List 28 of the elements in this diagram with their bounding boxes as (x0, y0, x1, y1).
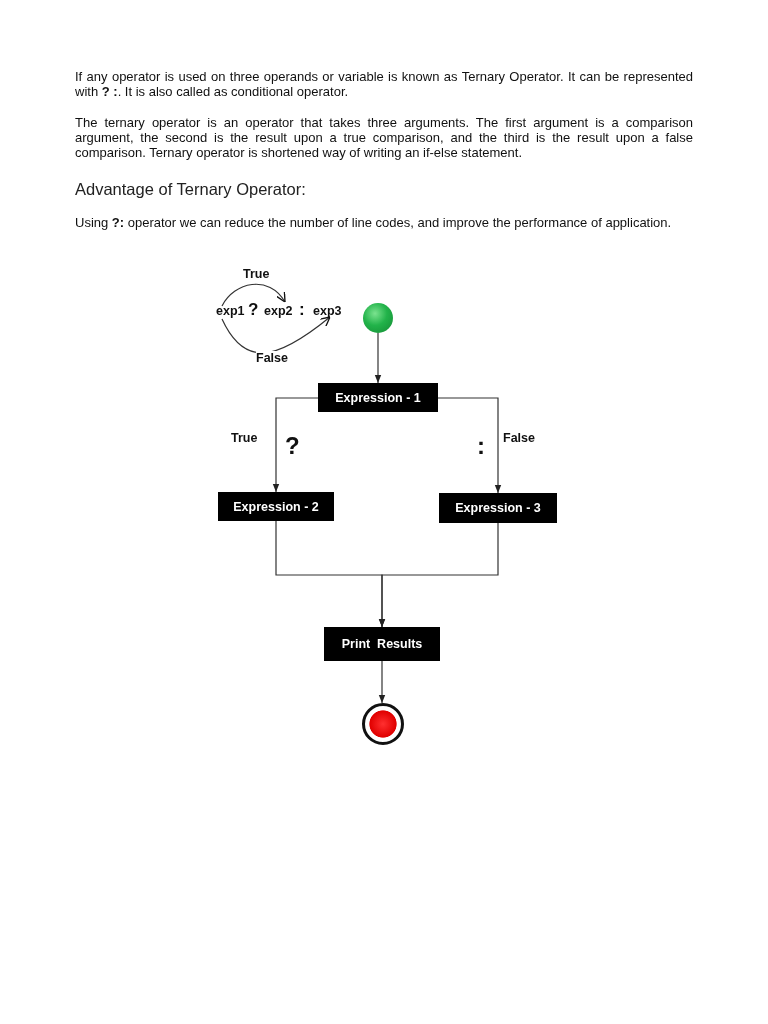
arrow (272, 397, 319, 493)
operator-symbol: ? (285, 432, 300, 460)
paragraph-text: If any operator is used on three operands or variable is known as Ternary Operator. It can be represented with ? :. It is also called as conditional operator. (75, 69, 693, 99)
paragraph-text: Using ?: operator we can reduce the number of line codes, and improve the performance of application. (75, 215, 673, 230)
edge-label: False (503, 431, 535, 445)
section-heading: Advantage of Ternary Operator: (75, 180, 306, 199)
operator-symbol: : (477, 432, 485, 460)
process-box: Expression - 1 (318, 383, 438, 412)
expression-text: exp3 (313, 304, 345, 319)
edge-label: True (243, 267, 270, 281)
start-circle (363, 303, 393, 333)
process-box: Expression - 3 (439, 493, 557, 523)
process-box: Print Results (324, 627, 440, 661)
end-circle (362, 703, 404, 745)
arrow (374, 332, 382, 384)
expression-text: exp2 (264, 304, 299, 319)
arrow (221, 316, 331, 354)
arrow (221, 283, 286, 307)
arrow (378, 660, 386, 704)
operator-symbol: ? (248, 300, 259, 320)
operator-symbol: : (299, 300, 305, 320)
process-box: Expression - 2 (218, 492, 334, 521)
edge-label: True (231, 431, 258, 445)
expression-text: exp1 (216, 304, 248, 319)
arrow (378, 522, 499, 628)
edge-label: False (256, 351, 288, 365)
paragraph-text: The ternary operator is an operator that takes three arguments. The first argument is a comparison argument, the second is the result upon a true comparison, and the third is the result upon a false comparison. Ternary operator is shortened way of writing an if-else statement. (75, 115, 693, 160)
arrow (437, 397, 502, 494)
